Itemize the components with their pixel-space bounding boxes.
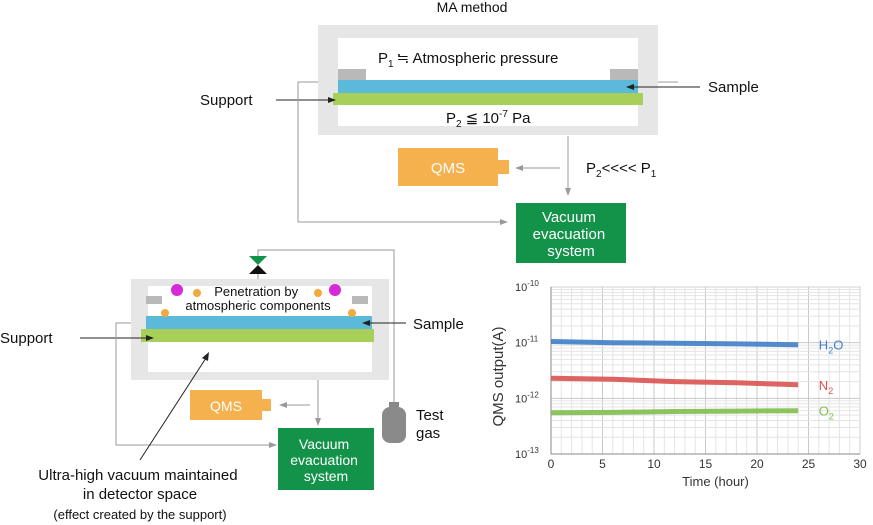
caption-arrowhead: [202, 352, 209, 361]
series-label-n2: N2: [819, 378, 833, 396]
bottom-vacuum-box: [278, 428, 374, 490]
p1-label: P1≒ Atmospheric pressure: [378, 50, 558, 70]
top-seal-right: [610, 69, 638, 82]
y-axis-label: QMS output(A): [490, 326, 507, 426]
caption-text: Ultra-high vacuum maintained in detector…: [38, 467, 241, 503]
caption-note: (effect created by the support): [53, 507, 226, 522]
top-qms-nozzle: [497, 160, 509, 174]
bottom-sample-layer: [146, 316, 372, 329]
bottom-sample-arrowhead: [362, 320, 370, 326]
bottom-qms-box: [190, 390, 262, 420]
bottom-seal-right: [352, 296, 368, 304]
bottom-sample-label: Sample: [413, 316, 464, 333]
p2-label: P2≦ 10-7 Pa: [446, 109, 531, 130]
top-qms-box: [398, 148, 498, 186]
gas-line: [257, 249, 395, 402]
top-support-pipe: [297, 81, 500, 223]
top-qms-label: QMS: [431, 160, 465, 177]
bottom-qms-label: QMS: [210, 398, 242, 414]
top-chamber-pipe-head: [565, 188, 571, 196]
x-tick-label: 20: [750, 457, 764, 471]
molecule-orange-3: [161, 309, 169, 317]
bottom-support-arrowhead: [146, 335, 154, 341]
top-vacuum-box: [516, 203, 626, 263]
y-tick-label: 10-10: [515, 279, 539, 294]
pressure-relation: P2<<<< P1: [586, 160, 657, 180]
top-sample-arrowhead: [626, 84, 634, 90]
bottom-support-pipe: [115, 322, 270, 446]
y-tick-label: 10-13: [515, 446, 539, 461]
top-seal-left: [338, 69, 366, 82]
bottom-chamber-pipe-head: [315, 418, 321, 426]
caption-arrow: [139, 357, 207, 461]
molecule-magenta-left: [171, 284, 183, 296]
top-support-label: Support: [200, 92, 253, 109]
top-support-pipe-head: [500, 219, 508, 225]
bottom-support-pipe-head: [269, 442, 277, 448]
series-label-h2o: H2O: [819, 338, 844, 356]
valve-icon: [249, 256, 267, 265]
molecule-orange-4: [348, 309, 356, 317]
valve-icon-lower: [249, 265, 267, 274]
penetration-label: Penetration by atmospheric components: [185, 284, 331, 313]
test-gas-label: Test gas: [416, 407, 448, 442]
bottom-qms-pipe-head: [279, 402, 287, 408]
top-sample-layer: [338, 80, 638, 93]
diagram-title: MA method: [437, 0, 508, 15]
x-tick-label: 5: [599, 457, 606, 471]
test-gas-cylinder-icon: [382, 407, 406, 443]
series-label-o2: O2: [819, 404, 834, 422]
molecule-orange-1: [193, 289, 201, 297]
x-tick-label: 30: [853, 457, 867, 471]
top-support-layer: [333, 93, 643, 105]
bottom-support-label: Support: [0, 330, 53, 347]
x-axis-label: Time (hour): [682, 474, 749, 489]
top-vacuum-label: Vacuum evacuation system: [533, 209, 610, 260]
top-sample-label: Sample: [708, 79, 759, 96]
x-tick-label: 25: [802, 457, 816, 471]
molecule-magenta-right: [329, 284, 341, 296]
y-tick-label: 10-11: [515, 335, 539, 350]
bottom-support-layer: [141, 329, 374, 342]
bottom-vacuum-label: Vacuum evacuation system: [290, 436, 362, 484]
series-line-o2: [550, 408, 799, 416]
x-tick-label: 15: [699, 457, 713, 471]
molecule-orange-2: [314, 289, 322, 297]
bottom-seal-left: [146, 296, 162, 304]
test-gas-valve: [389, 402, 399, 407]
bottom-qms-nozzle: [261, 399, 271, 411]
top-support-arrowhead: [328, 97, 336, 103]
top-qms-pipe-head: [515, 165, 523, 171]
x-tick-label: 0: [548, 457, 555, 471]
x-tick-label: 10: [647, 457, 661, 471]
y-tick-label: 10-12: [515, 390, 539, 405]
